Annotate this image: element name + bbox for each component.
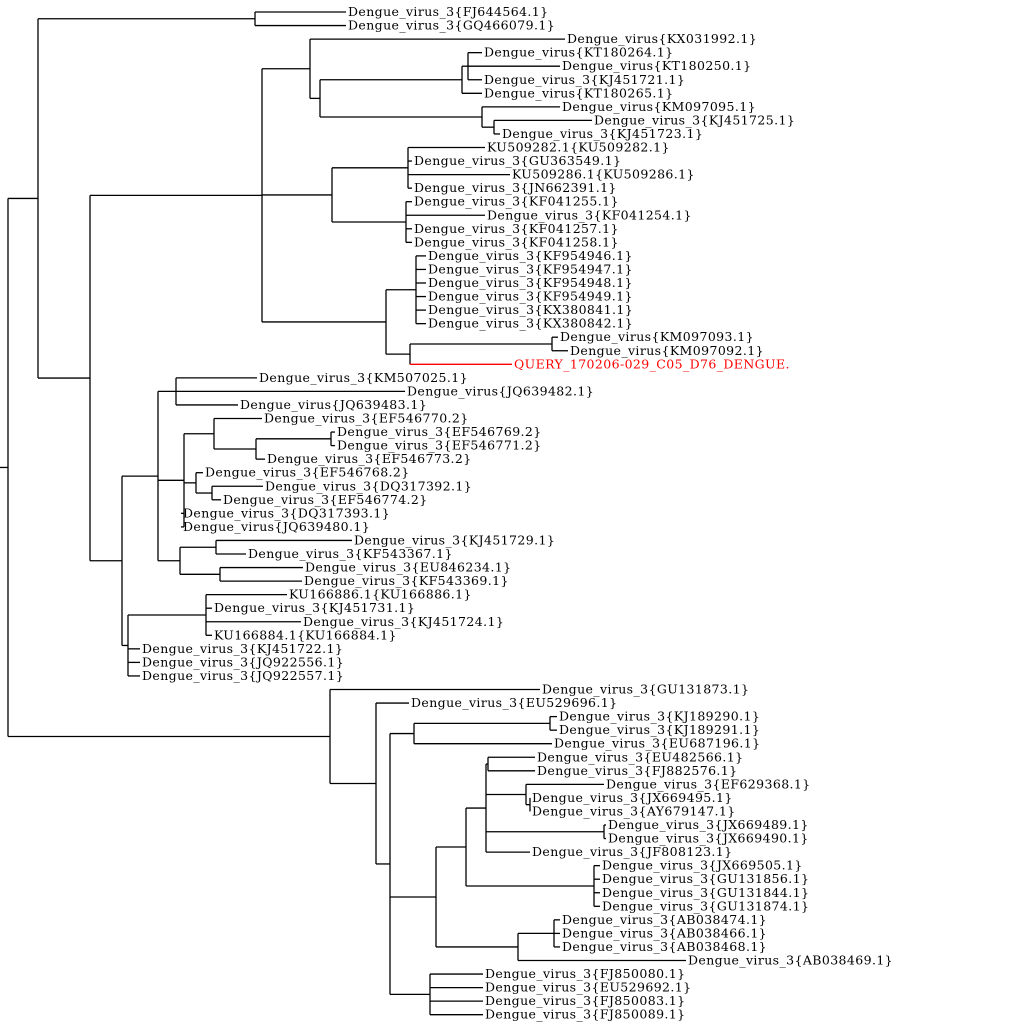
leaf-label: Dengue_virus_3{KJ451725.1} (594, 112, 795, 127)
leaf-label: Dengue_virus_3{KJ451724.1} (303, 614, 504, 629)
leaf-label: Dengue_virus_3{FJ850080.1} (485, 966, 686, 981)
leaf-label: Dengue_virus{KM097092.1} (570, 343, 764, 358)
leaf-label: Dengue_virus_3{JN662391.1} (414, 180, 617, 195)
leaf-label: Dengue_virus_3{AB038466.1} (562, 925, 767, 940)
leaf-label: Dengue_virus_3{KF041257.1} (414, 221, 619, 236)
leaf-label: Dengue_virus{JQ639483.1} (240, 397, 427, 412)
leaf-label: Dengue_virus_3{EF546774.2} (223, 492, 428, 507)
leaf-label: Dengue_virus_3{KJ451729.1} (354, 532, 555, 547)
leaf-label: Dengue_virus_3{KF041258.1} (414, 234, 619, 249)
leaf-label: Dengue_virus_3{EF546771.2} (337, 438, 542, 453)
leaf-label: Dengue_virus_3{FJ882576.1} (537, 763, 738, 778)
leaf-label: Dengue_virus_3{KX380841.1} (428, 302, 633, 317)
leaf-label: Dengue_virus_3{KJ451722.1} (142, 641, 343, 656)
leaf-label: Dengue_virus_3{AB038468.1} (562, 939, 767, 954)
leaf-label: KU509282.1{KU509282.1} (487, 140, 670, 155)
leaf-label: Dengue_virus_3{KF954946.1} (428, 248, 633, 263)
leaf-label: Dengue_virus_3{FJ850083.1} (485, 993, 686, 1008)
leaf-label: Dengue_virus_3{KX380842.1} (428, 316, 633, 331)
leaf-label: Dengue_virus_3{KF543369.1} (304, 573, 509, 588)
leaf-label: Dengue_virus_3{EU529696.1} (411, 695, 617, 710)
leaf-label: Dengue_virus_3{FJ850089.1} (485, 1007, 686, 1022)
leaf-label: Dengue_virus{KT180264.1} (484, 45, 674, 60)
leaf-label: Dengue_virus_3{EF546773.2} (267, 451, 472, 466)
leaf-label: Dengue_virus_3{DQ317392.1} (265, 478, 472, 493)
leaf-label: Dengue_virus_3{EF546768.2} (205, 465, 410, 480)
tree-branches (0, 11, 686, 1016)
leaf-label: Dengue_virus_3{KJ451731.1} (214, 600, 415, 615)
leaf-label: Dengue_virus_3{GU131856.1} (602, 871, 809, 886)
leaf-label: Dengue_virus{KX031992.1} (567, 31, 757, 46)
leaf-label: Dengue_virus_3{DQ317393.1} (183, 505, 390, 520)
leaf-label: Dengue_virus_3{GQ466079.1} (348, 18, 555, 33)
leaf-label: Dengue_virus_3{GU131873.1} (542, 682, 749, 697)
leaf-label: Dengue_virus_3{GU131844.1} (602, 885, 809, 900)
leaf-label: Dengue_virus_3{JQ922556.1} (142, 654, 344, 669)
leaf-label: Dengue_virus{JQ639480.1} (183, 519, 370, 534)
leaf-label: Dengue_virus_3{EF629368.1} (606, 776, 811, 791)
leaf-label: Dengue_virus_3{EU529692.1} (485, 980, 691, 995)
leaf-label: Dengue_virus_3{EU846234.1} (305, 560, 511, 575)
leaf-label: Dengue_virus_3{KJ189291.1} (559, 722, 760, 737)
leaf-label: Dengue_virus_3{KM507025.1} (259, 370, 468, 385)
leaf-label: Dengue_virus_3{KF543367.1} (248, 546, 453, 561)
leaf-label: Dengue_virus_3{JX669495.1} (532, 790, 733, 805)
leaf-label: KU166884.1{KU166884.1} (214, 627, 397, 642)
leaf-label: Dengue_virus_3{EF546769.2} (337, 424, 542, 439)
leaf-label: Dengue_virus_3{KF954949.1} (428, 289, 633, 304)
leaf-label: Dengue_virus{KM097093.1} (560, 329, 754, 344)
leaf-label: Dengue_virus_3{KF041254.1} (487, 207, 692, 222)
leaf-label: KU509286.1{KU509286.1} (512, 167, 695, 182)
leaf-label: Dengue_virus{KT180265.1} (484, 85, 674, 100)
leaf-label: Dengue_virus_3{KF954948.1} (428, 275, 633, 290)
leaf-label: Dengue_virus_3{GU363549.1} (414, 153, 621, 168)
leaf-label: Dengue_virus_3{AB038474.1} (562, 912, 767, 927)
leaf-label: Dengue_virus_3{JX669490.1} (608, 831, 809, 846)
leaf-label: Dengue_virus_3{JX669489.1} (608, 817, 809, 832)
leaf-label: Dengue_virus_3{FJ644564.1} (348, 4, 549, 19)
query-leaf-label: QUERY_170206-029_C05_D76_DENGUE. (514, 356, 790, 371)
leaf-label: Dengue_virus{JQ639482.1} (407, 383, 594, 398)
leaf-label: Dengue_virus_3{JX669505.1} (602, 858, 803, 873)
leaf-label: Dengue_virus_3{JQ922557.1} (142, 668, 344, 683)
leaf-label: Dengue_virus_3{KJ189290.1} (559, 709, 760, 724)
leaf-label: Dengue_virus_3{JF808123.1} (532, 844, 733, 859)
leaf-label: KU166886.1{KU166886.1} (289, 587, 472, 602)
leaf-label: Dengue_virus_3{EU482566.1} (537, 749, 743, 764)
leaf-label: Dengue_virus_3{GU131874.1} (602, 898, 809, 913)
leaf-label: Dengue_virus_3{KJ451723.1} (502, 126, 703, 141)
leaf-label: Dengue_virus_3{AY679147.1} (532, 803, 736, 818)
leaf-label: Dengue_virus{KT180250.1} (562, 58, 752, 73)
leaf-label: Dengue_virus_3{EU687196.1} (554, 736, 760, 751)
leaf-label: Dengue_virus_3{KF041255.1} (414, 194, 619, 209)
leaf-label: Dengue_virus_3{KJ451721.1} (484, 72, 685, 87)
leaf-label: Dengue_virus_3{EF546770.2} (264, 411, 469, 426)
leaf-labels: Dengue_virus_3{FJ644564.1}Dengue_virus_3… (142, 4, 893, 1022)
leaf-label: Dengue_virus_3{KF954947.1} (428, 261, 633, 276)
leaf-label: Dengue_virus{KM097095.1} (562, 99, 756, 114)
leaf-label: Dengue_virus_3{AB038469.1} (688, 953, 893, 968)
